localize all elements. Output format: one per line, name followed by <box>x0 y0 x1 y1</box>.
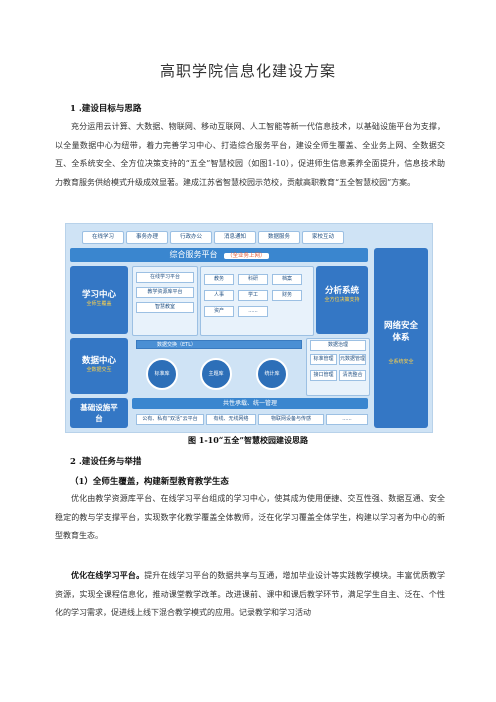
stats-library-icon: 统计库 <box>256 358 288 390</box>
paragraph-3-lead: 优化在线学习平台。 <box>71 570 145 580</box>
infra-title: 基础设施平台 <box>80 403 118 423</box>
figure-caption: 图 1-10“五全”智慧校园建设思路 <box>187 435 308 445</box>
data-exchange-bar: 数据交换（ETL） <box>136 340 302 349</box>
paragraph-3-body: 提升在线学习平台的数据共享与互通，增加毕业设计等实践教学模块。丰富优质教学资源，… <box>55 571 445 617</box>
learning-item-3: 智慧教室 <box>136 302 194 313</box>
biz-4: 人事 <box>204 290 234 301</box>
gov-item-3: 接口管理 <box>310 370 337 381</box>
top-chip-2: 事务办理 <box>126 231 168 244</box>
learning-center-title: 学习中心 <box>81 290 116 300</box>
infra-item-2: 有线、无线网络 <box>206 414 256 425</box>
infra-band: 共性承载、统一管理 <box>132 398 368 409</box>
biz-6: 财务 <box>272 290 302 301</box>
subsection1-heading: （1）全师生覆盖，构建新型教育教学生态 <box>70 477 229 487</box>
security-block: 网络安全体系 全系统安全 <box>374 248 428 428</box>
service-platform-tag: （全业务上网） <box>224 253 269 259</box>
infra-item-4: ...... <box>326 414 368 425</box>
analysis-title: 分析系统 <box>324 286 359 296</box>
governance-title: 数据治理 <box>310 340 366 351</box>
data-center-title: 数据中心 <box>81 356 116 366</box>
learning-center-block: 学习中心 全师生覆盖 <box>70 266 128 334</box>
paragraph-2: 优化由教学资源库平台、在线学习平台组成的学习中心，使其成为使用便捷、交互性强、数… <box>55 494 445 540</box>
security-sub: 全系统安全 <box>388 359 414 365</box>
data-center-sub: 全数据交互 <box>86 367 112 373</box>
top-chip-1: 在线学习 <box>82 231 124 244</box>
learning-item-2: 教学资源库平台 <box>136 287 194 298</box>
top-chip-6: 家校互动 <box>302 231 344 244</box>
analysis-sub: 全方位决策支持 <box>324 297 360 303</box>
biz-2: 科研 <box>238 274 268 285</box>
security-title: 网络安全体系 <box>383 321 418 343</box>
learning-center-sub: 全师生覆盖 <box>86 301 112 307</box>
biz-8: ...... <box>238 306 268 317</box>
learning-item-1: 在线学习平台 <box>136 272 194 283</box>
gov-item-1: 标准管理 <box>310 354 337 365</box>
infra-item-1: 公有、私有“双活”云平台 <box>136 414 204 425</box>
section1-heading: 1 .建设目标与思路 <box>70 104 142 114</box>
paragraph-3: 优化在线学习平台。提升在线学习平台的数据共享与互通，增加毕业设计等实践教学模块。… <box>55 566 445 623</box>
top-chip-3: 行政办公 <box>170 231 212 244</box>
infra-item-3: 物联网设备与传感 <box>258 414 324 425</box>
gov-item-4: 清洗整合 <box>339 370 366 381</box>
theme-library-icon: 主题库 <box>200 358 232 390</box>
biz-5: 学工 <box>238 290 268 301</box>
page-title: 高职学院信息化建设方案 <box>159 62 336 80</box>
biz-1: 教务 <box>204 274 234 285</box>
top-chip-5: 数据服务 <box>258 231 300 244</box>
biz-7: 资产 <box>204 306 234 317</box>
gov-item-2: 元数据管理 <box>339 354 366 365</box>
standard-library-icon: 标准库 <box>146 358 178 390</box>
infra-block: 基础设施平台 <box>70 398 128 428</box>
service-platform-label: 综合服务平台 <box>169 250 218 259</box>
smart-campus-diagram: 在线学习 事务办理 行政办公 消息通知 数据服务 家校互动 综合服务平台 （全业… <box>65 223 433 433</box>
section1-paragraph: 充分运用云计算、大数据、物联网、移动互联网、人工智能等新一代信息技术，以基础设施… <box>55 122 445 187</box>
data-center-block: 数据中心 全数据交互 <box>70 338 128 394</box>
service-platform-band: 综合服务平台 （全业务上网） <box>70 248 368 262</box>
analysis-block: 分析系统 全方位决策支持 <box>316 266 368 334</box>
section2-heading: 2 .建设任务与举措 <box>70 457 142 467</box>
biz-3: 档案 <box>272 274 302 285</box>
top-chip-4: 消息通知 <box>214 231 256 244</box>
